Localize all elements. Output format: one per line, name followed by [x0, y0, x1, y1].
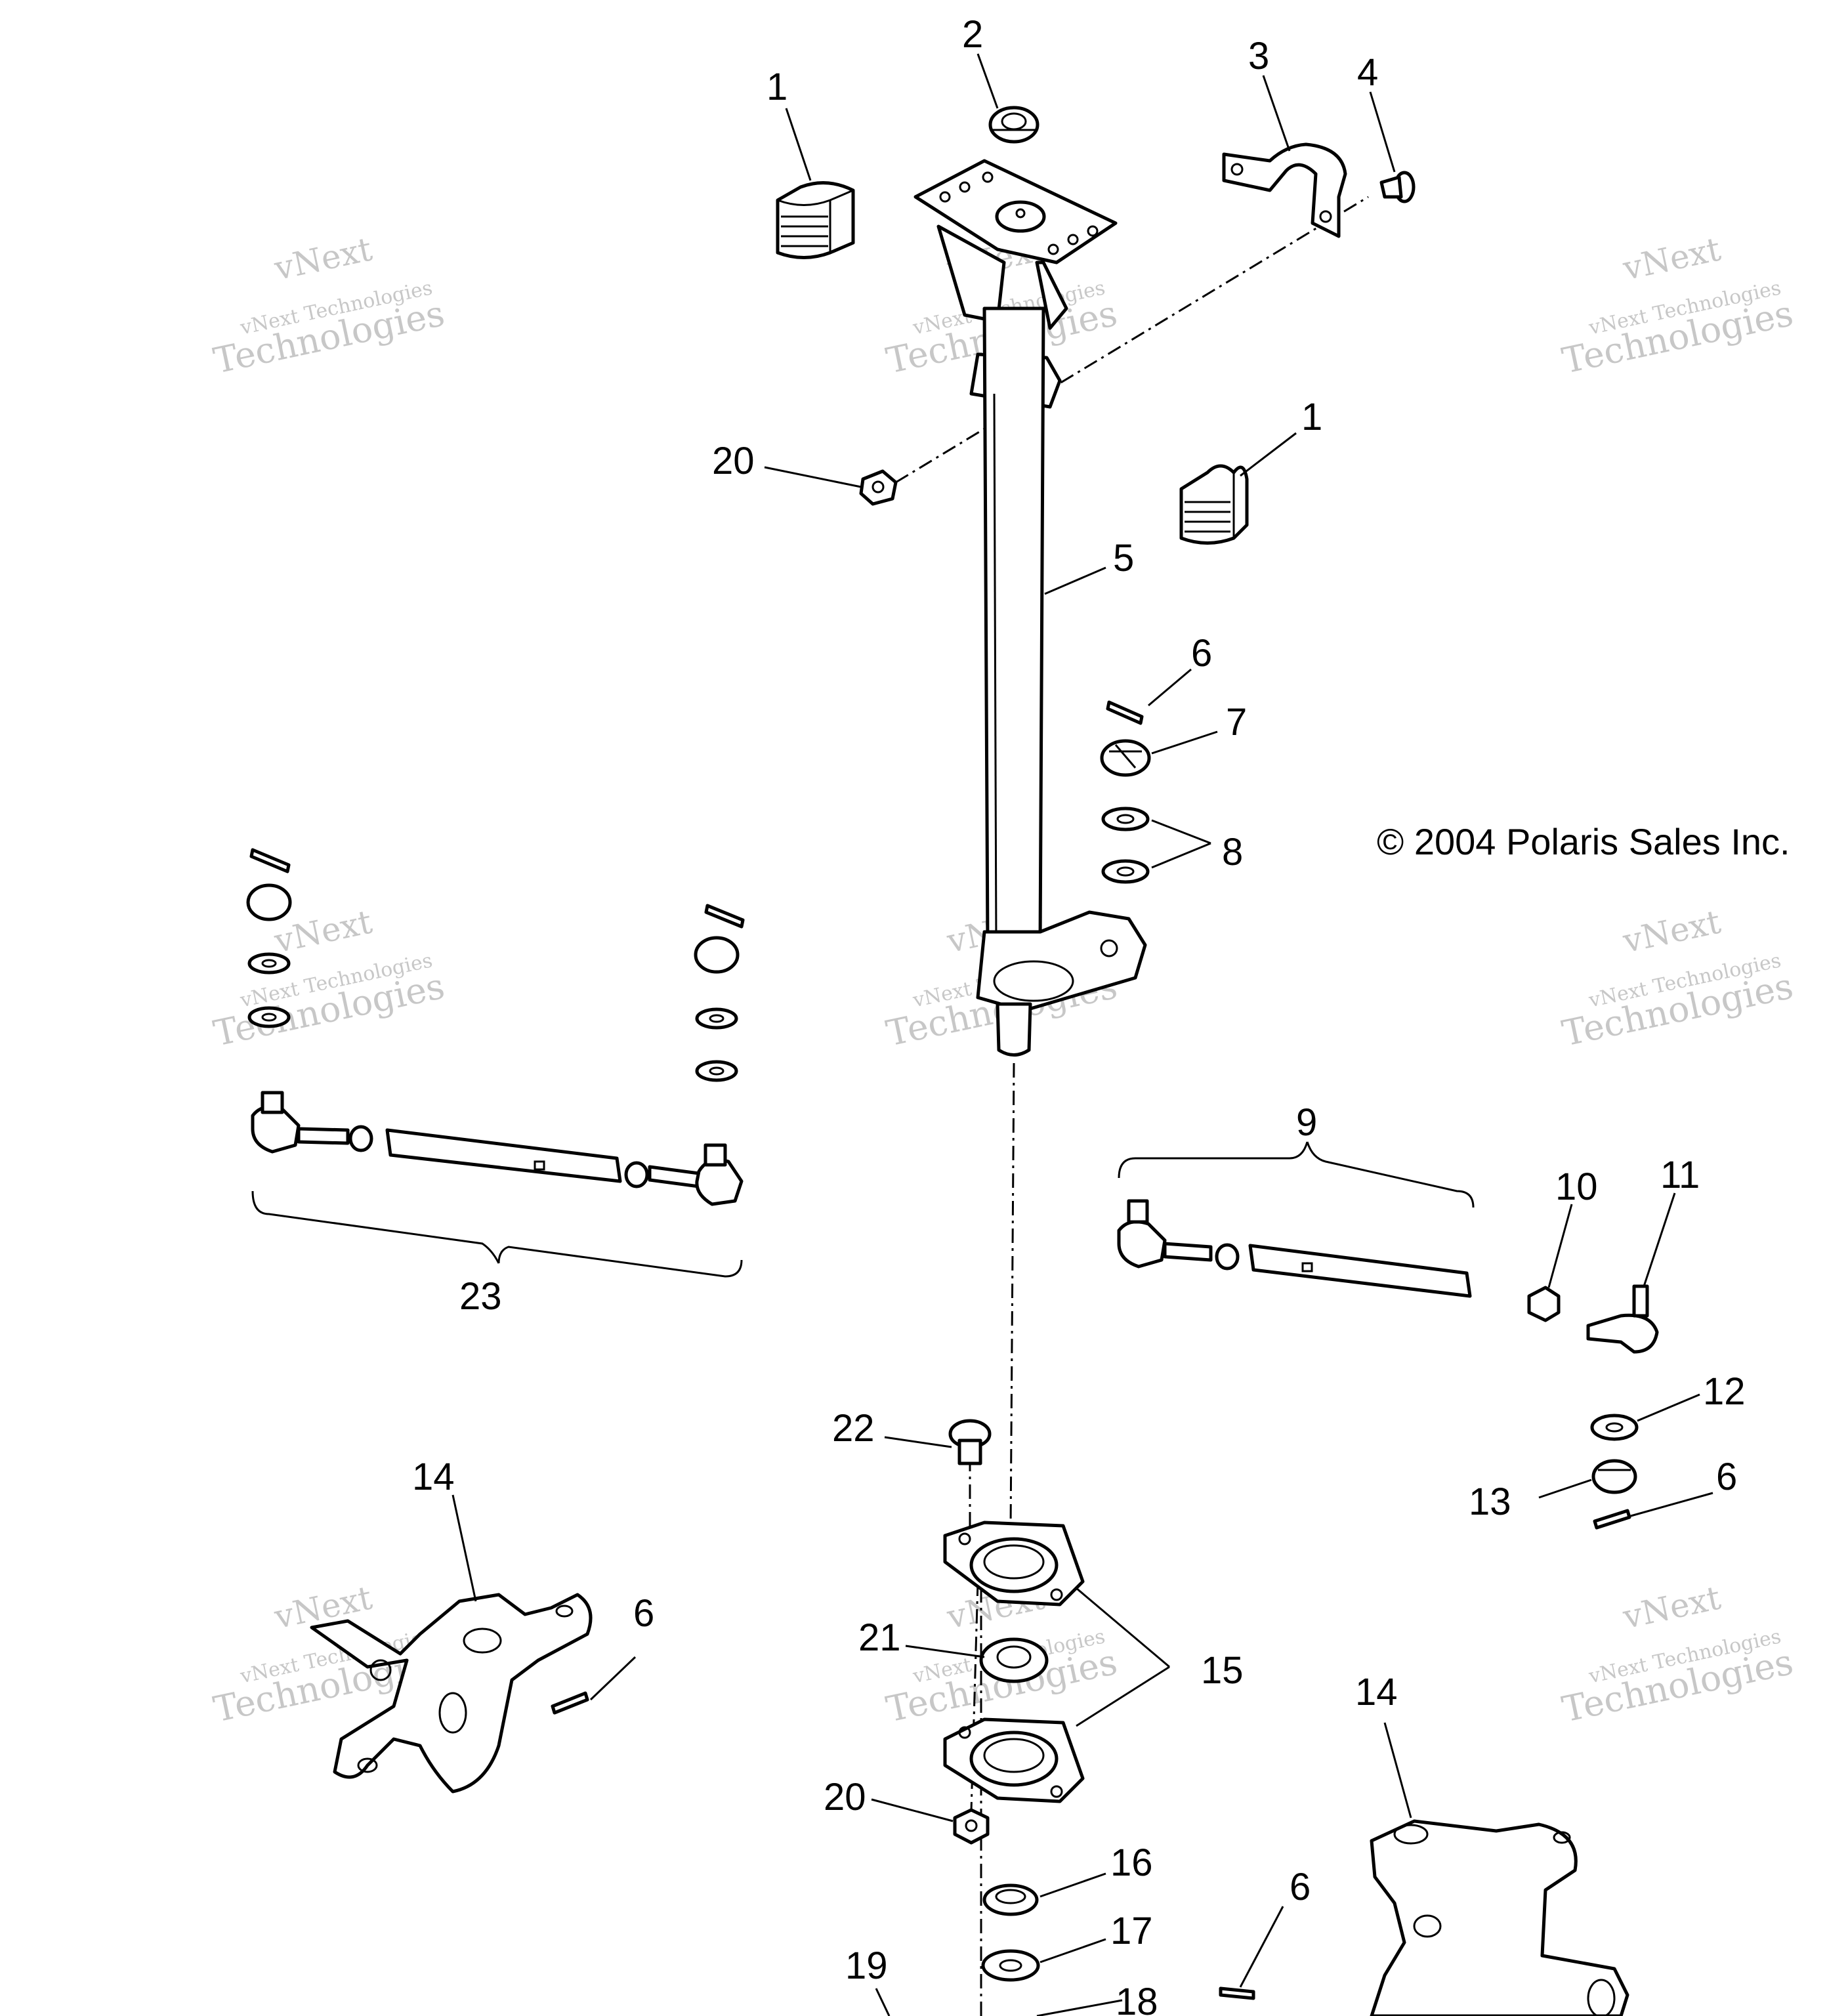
callout-6-lower: 6	[1290, 1866, 1311, 1908]
nut-part-20-upper	[859, 469, 898, 506]
callout-18: 18	[1116, 1981, 1158, 2016]
callout-1-upper: 1	[766, 66, 788, 108]
castle-nut-part-7	[1100, 739, 1151, 777]
callout-20-lower: 20	[824, 1776, 866, 1818]
watermark-top-right: vNext vNext Technologies Technologies	[1559, 230, 1797, 381]
svg-text:vNext: vNext	[270, 230, 375, 287]
callout-3: 3	[1248, 35, 1269, 77]
watermark-bottom-right: vNext vNext Technologies Technologies	[1559, 1578, 1797, 1730]
spindle-part-14-right	[1370, 1819, 1629, 2016]
callout-13: 13	[1469, 1480, 1511, 1523]
callout-9: 9	[1296, 1101, 1317, 1144]
clamp-part-3	[1222, 142, 1347, 238]
callout-11: 11	[1660, 1154, 1700, 1196]
copyright-text: © 2004 Polaris Sales Inc.	[1377, 821, 1790, 862]
callout-15: 15	[1201, 1649, 1244, 1692]
seal-part-16	[982, 1883, 1039, 1916]
watermark-top-left: vNext vNext Technologies Technologies	[210, 230, 448, 381]
callout-6-upper: 6	[1191, 632, 1212, 675]
callout-5: 5	[1113, 537, 1134, 579]
bolt-part-22	[948, 1419, 992, 1465]
svg-text:vNext: vNext	[1619, 1578, 1724, 1636]
grommet-part-2	[988, 106, 1040, 144]
callout-17: 17	[1110, 1910, 1153, 1952]
tie-rod-part-9	[1117, 1141, 1475, 1298]
callout-21: 21	[858, 1616, 901, 1659]
callout-12: 12	[1703, 1370, 1746, 1413]
callout-22: 22	[832, 1407, 875, 1450]
castle-nut-part-13	[1591, 1459, 1637, 1494]
callout-10: 10	[1555, 1166, 1598, 1208]
watermark-mid-right: vNext vNext Technologies Technologies	[1559, 902, 1797, 1054]
bolt-part-4	[1379, 171, 1416, 203]
callout-20-upper: 20	[712, 440, 755, 482]
nut-part-10	[1527, 1286, 1561, 1322]
svg-text:vNext: vNext	[1619, 230, 1724, 287]
watermark-mid-left: vNext vNext Technologies Technologies	[210, 902, 448, 1054]
cotter-pin-part-6-upper	[1106, 700, 1144, 725]
nut-part-20-lower	[953, 1808, 990, 1845]
callout-4: 4	[1357, 51, 1378, 94]
cotter-pin-part-6-left	[551, 1691, 589, 1715]
cotter-pin-part-6-right	[1593, 1509, 1631, 1530]
bushing-part-1-upper	[776, 181, 855, 259]
washer-part-8-lower	[1101, 859, 1150, 884]
callout-6-right: 6	[1716, 1456, 1737, 1498]
callout-16: 16	[1110, 1841, 1153, 1884]
centerline-shaft-lower	[1009, 1062, 1015, 1530]
leader-lines	[452, 53, 1713, 2016]
bearing-part-21	[979, 1637, 1049, 1683]
spindle-part-14-left	[310, 1593, 593, 1794]
steering-post-part-5	[914, 159, 1147, 1057]
callout-1-right: 1	[1301, 396, 1322, 438]
centerline-upper-bracket	[895, 196, 1369, 484]
bearing-flange-part-15-upper	[943, 1521, 1085, 1606]
ball-joint-part-11	[1586, 1284, 1659, 1354]
cotter-pin-part-6-lower	[1219, 1986, 1255, 2000]
washer-part-8-upper	[1101, 807, 1150, 831]
callout-14-left: 14	[412, 1456, 455, 1498]
svg-text:vNext: vNext	[1619, 902, 1724, 960]
washer-part-12	[1590, 1414, 1639, 1441]
callout-23: 23	[459, 1275, 502, 1318]
tie-rod-assembly-part-23	[246, 848, 745, 1278]
callout-14-right: 14	[1355, 1671, 1398, 1713]
callout-2: 2	[962, 13, 983, 56]
callout-8: 8	[1222, 831, 1243, 873]
bushing-part-1-right	[1179, 464, 1249, 545]
callout-19: 19	[845, 1944, 888, 1987]
callout-6-left: 6	[633, 1592, 654, 1635]
washer-part-17	[981, 1949, 1040, 1982]
centerline-left-bearing	[970, 1581, 979, 1812]
bearing-flange-part-15-lower	[943, 1717, 1085, 1803]
callout-7: 7	[1226, 701, 1247, 744]
